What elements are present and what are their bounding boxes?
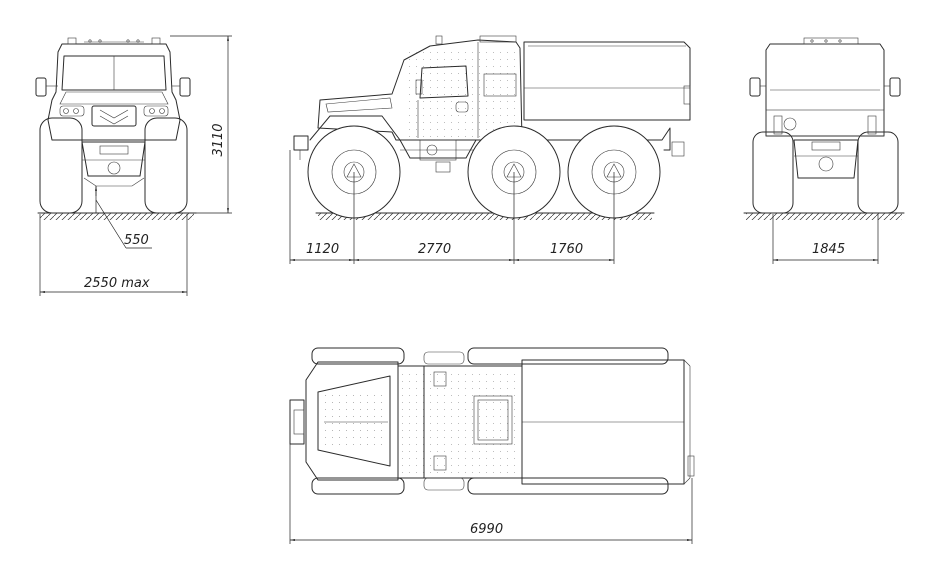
dim-side-chain: 1120 2770 1760: [289, 150, 615, 264]
dim-ground-clearance: 550: [95, 186, 152, 249]
rear-ground-hatch: [743, 212, 905, 220]
dim-overall-width: 2550 max: [39, 214, 188, 296]
top-tire-front-left: [311, 347, 405, 365]
top-cab: [289, 351, 523, 491]
front-cab: [35, 37, 191, 141]
side-cab: [317, 35, 523, 141]
rear-right-tire: [857, 131, 899, 214]
rear-left-tire: [752, 131, 794, 214]
rear-axle: [793, 139, 859, 179]
dim-front-overhang-label: 1120: [306, 242, 339, 257]
front-view: 3110 550 2550 max: [35, 35, 232, 296]
top-cargo-body: [521, 359, 695, 485]
top-tire-rear-right: [467, 477, 669, 495]
dim-overall-height: 3110: [170, 35, 232, 214]
top-view: 6990: [289, 347, 695, 544]
dim-overall-length-label: 6990: [470, 522, 503, 537]
dim-ground-clearance-label: 550: [124, 233, 149, 248]
front-ground-hatch: [37, 212, 197, 220]
top-tire-front-right: [311, 477, 405, 495]
dim-track-label: 1845: [812, 242, 845, 257]
side-cargo-body: [523, 41, 691, 121]
dim-overall-length: 6990: [289, 444, 693, 544]
side-view: 1120 2770 1760: [289, 35, 691, 264]
rear-view: 1845: [743, 37, 905, 264]
dim-overall-height-label: 3110: [211, 123, 226, 156]
dim-wheelbase-front-label: 2770: [418, 242, 451, 257]
front-axle: [81, 141, 146, 187]
dim-overall-width-label: 2550 max: [84, 276, 150, 291]
dim-wheelbase-rear-label: 1760: [550, 242, 583, 257]
front-left-tire: [39, 117, 83, 214]
dim-track: 1845: [772, 214, 879, 264]
top-tire-rear-left: [467, 347, 669, 365]
side-chassis: [293, 115, 685, 173]
rear-body: [749, 37, 901, 137]
front-right-tire: [144, 117, 188, 214]
